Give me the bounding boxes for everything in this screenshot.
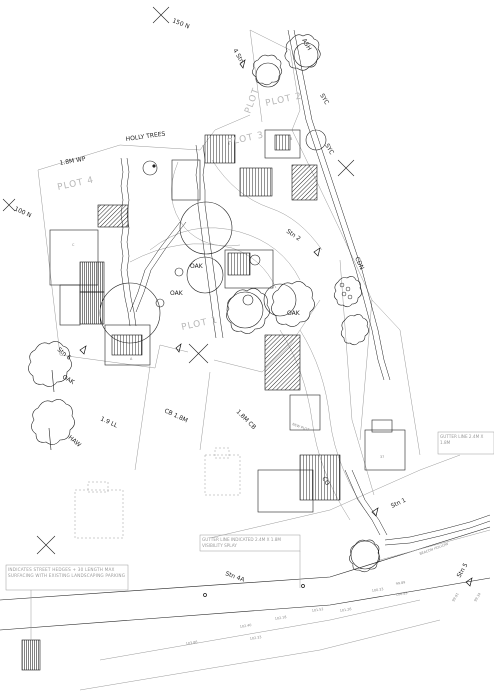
level-6: 100.33 (371, 587, 383, 593)
house-plot-4 (49, 204, 151, 366)
level-0: 103.86 (185, 640, 197, 646)
station-4a-label: Stn 4A (224, 570, 246, 584)
house-label-c: C (72, 243, 75, 247)
level-10: 99.34 (473, 592, 481, 602)
station-4-label: 4 Stn (231, 48, 245, 65)
plot-3-label: PLOT 3 (227, 130, 266, 148)
level-9: 99.91 (451, 592, 459, 602)
station-markers (79, 59, 473, 597)
house-plot-3 (171, 129, 318, 201)
scalloped-trees (28, 34, 381, 573)
plot-2-label: PLOT 2 (265, 91, 304, 109)
level-2: 102.18 (274, 615, 286, 621)
gutter-note-right (437, 431, 494, 455)
gutter-note-right-text: GUTTER LINE 2.4M X 1.8M (440, 434, 483, 445)
north-label-150: 150 N (171, 17, 190, 30)
plot-4-label: PLOT 4 (57, 175, 96, 193)
ash-label: ASH (300, 38, 312, 52)
oak-mid-label: OAK (287, 310, 301, 317)
co-label: CO (320, 476, 331, 487)
tree-canopies (99, 42, 380, 570)
cdn-label: CDN (353, 256, 365, 271)
hawthorn-label: HAW (67, 434, 82, 449)
ll-hedge-label: 1.9 LL (99, 415, 119, 429)
new-plot-label: NEW PLOT (292, 422, 311, 432)
house-plot-new (257, 419, 406, 513)
hedge-chains (120, 29, 491, 546)
road-name: BEACON HOLLOW (419, 542, 449, 556)
street-hedge-note-text: INDICATES STREET HEDGES + 30 LENGTH MAX … (8, 567, 125, 578)
house-label-a: A (130, 357, 133, 361)
shrub-cluster (152, 164, 353, 300)
north-label-100: 100 N (13, 205, 32, 219)
street-hedge-note (5, 564, 129, 671)
level-8: 100.85 (395, 591, 407, 597)
level-5: 102.33 (249, 635, 261, 641)
house-label-b: B (290, 137, 293, 141)
dashed-outbuildings (74, 447, 241, 539)
level-3: 101.52 (311, 607, 323, 613)
gutter-note-upper-text: GUTTER LINE INDICATED 2.4M X 1.8M VISIBI… (202, 537, 281, 548)
syc-mid-label: SYC (323, 143, 335, 156)
cb-left-label: CB 1.8M (163, 407, 189, 424)
wp-hedge-label: 1.8M WP (59, 155, 86, 167)
gutter-note-upper (199, 534, 301, 588)
level-1: 102.40 (239, 623, 251, 629)
house-label-37: 37 (380, 455, 384, 459)
station-1-label: Stn 1 (390, 497, 407, 510)
syc-top-label: SYC (318, 93, 330, 106)
oak-left-label: OAK (170, 290, 184, 297)
holly-trees-label: HOLLY TREES (125, 130, 166, 143)
level-4: 101.26 (339, 607, 351, 613)
plot-1-label: PLOT 1 (181, 315, 220, 333)
cb-right-label: 1.8M CB (235, 408, 258, 431)
main-road (0, 526, 491, 691)
level-7: 99.89 (395, 580, 405, 586)
oak-lower-label: OAK (61, 374, 76, 387)
oak-small-label: OAK (190, 263, 204, 270)
grid-crosses (2, 6, 355, 555)
station-2-label: Stn 2 (285, 228, 302, 243)
house-plot-1 (224, 249, 321, 431)
station-5-label: Stn 5 (456, 562, 470, 579)
